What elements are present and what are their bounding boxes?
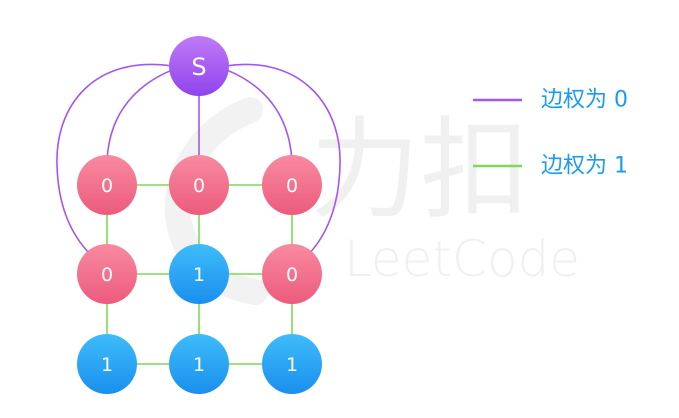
grid-node: 0: [77, 244, 137, 304]
grid-node: 0: [77, 155, 137, 215]
node-circle: [262, 244, 322, 304]
node-label: 1: [101, 354, 113, 376]
node-label: 1: [193, 264, 205, 286]
legend-label-weight-zero: 边权为 0: [541, 88, 628, 113]
node-label: 0: [286, 175, 298, 197]
source-node-circle: [169, 36, 229, 96]
node-label: 0: [193, 175, 205, 197]
source-node-label: S: [191, 53, 206, 81]
node-label: 0: [101, 264, 113, 286]
grid-node: 1: [169, 334, 229, 394]
watermark: 力扣 LeetCode: [164, 97, 580, 305]
grid-node: 0: [262, 244, 322, 304]
source-node: S: [169, 36, 229, 96]
node-circle: [77, 334, 137, 394]
legend-label-weight-one: 边权为 1: [541, 154, 628, 179]
grid-nodes: 0 0 0 0 1 0 1 1: [77, 155, 322, 394]
node-label: 1: [286, 354, 298, 376]
node-label: 0: [101, 175, 113, 197]
edge-source-to-node-1-0: [56, 63, 173, 258]
node-circle: [77, 244, 137, 304]
grid-node: 0: [262, 155, 322, 215]
node-circle: [262, 334, 322, 394]
node-label: 0: [286, 264, 298, 286]
watermark-text: LeetCode: [344, 230, 580, 288]
edge-source-to-node-1-2: [225, 63, 341, 258]
node-label: 1: [193, 354, 205, 376]
legend: 边权为 0 边权为 1: [473, 88, 628, 179]
watermark-chars: 力扣: [310, 106, 530, 234]
node-circle: [169, 155, 229, 215]
node-circle: [169, 334, 229, 394]
node-circle: [169, 244, 229, 304]
legend-item-weight-one: 边权为 1: [473, 154, 628, 179]
node-circle: [262, 155, 322, 215]
grid-node: 1: [169, 244, 229, 304]
grid-node: 1: [262, 334, 322, 394]
node-circle: [77, 155, 137, 215]
grid-node: 0: [169, 155, 229, 215]
grid-node: 1: [77, 334, 137, 394]
legend-item-weight-zero: 边权为 0: [473, 88, 628, 113]
